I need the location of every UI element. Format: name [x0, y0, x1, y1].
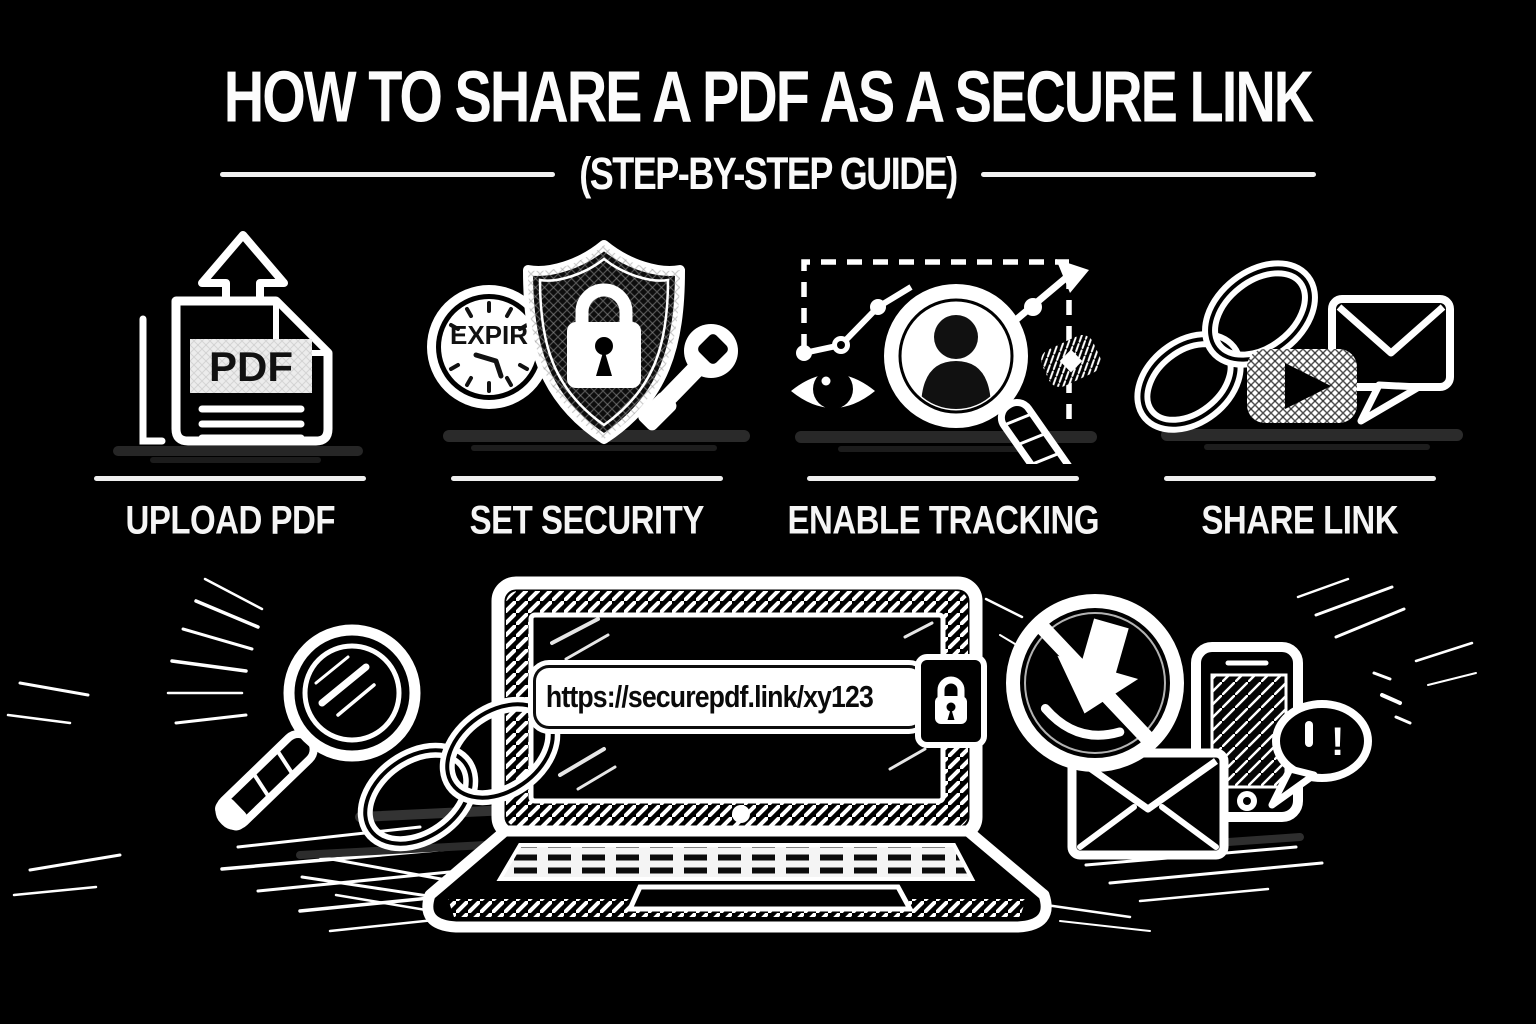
pdf-file-icon: PDF — [139, 296, 333, 446]
url-lock-badge-icon — [915, 654, 987, 748]
envelope-chat-icon — [1328, 295, 1455, 425]
step-upload-pdf: PDF UPLOAD PDF — [52, 229, 409, 542]
step-label: SHARE LINK — [1201, 497, 1399, 543]
video-play-icon — [1247, 349, 1358, 423]
set-security-icon: EXPIR — [414, 229, 759, 464]
step-divider — [1163, 476, 1436, 481]
laptop-icon — [422, 576, 1052, 933]
share-link-icon — [1127, 229, 1472, 464]
step-divider — [450, 476, 723, 481]
user-magnifier-icon — [883, 284, 1083, 464]
step-divider — [807, 476, 1080, 481]
trend-arrow-icon — [1055, 259, 1089, 293]
chat-bubble-icon: ! — [1268, 700, 1372, 809]
steps-row: PDF UPLOAD PDF — [0, 229, 1536, 542]
enable-tracking-icon — [771, 229, 1116, 464]
header: HOW TO SHARE A PDF AS A SECURE LINK (STE… — [0, 0, 1536, 199]
upload-pdf-icon: PDF — [58, 229, 403, 464]
pdf-label: PDF — [209, 343, 293, 390]
step-label: ENABLE TRACKING — [787, 497, 1100, 543]
keyboard — [496, 843, 976, 881]
hinge-dot — [732, 805, 750, 823]
url-bar[interactable]: https://securepdf.link/xy123 — [533, 654, 987, 748]
key-icon — [638, 324, 739, 431]
no-download-icon — [1006, 594, 1184, 772]
step-divider — [94, 476, 367, 481]
subtitle-row: (STEP-BY-STEP GUIDE) — [0, 148, 1536, 199]
alert-text: ! — [1331, 720, 1344, 764]
step-set-security: EXPIR — [409, 229, 766, 542]
page-subtitle: (STEP-BY-STEP GUIDE) — [579, 147, 958, 199]
eye-icon — [790, 369, 875, 409]
magnifier-icon — [215, 624, 421, 831]
analytics-line-icon — [795, 259, 1101, 429]
trackpad — [626, 884, 915, 912]
lock-icon — [935, 676, 967, 724]
step-share-link: SHARE LINK — [1122, 229, 1479, 542]
laptop-scene: ! https://securepdf.link/xy123 — [0, 565, 1536, 1010]
expiry-clock-icon: EXPIR — [427, 285, 552, 409]
chain-link-icon — [1134, 260, 1319, 433]
step-label: UPLOAD PDF — [125, 497, 336, 543]
page-title: HOW TO SHARE A PDF AS A SECURE LINK — [223, 55, 1314, 138]
step-label: SET SECURITY — [469, 497, 705, 543]
subtitle-rule-right — [980, 171, 1316, 177]
subtitle-rule-left — [220, 171, 556, 177]
url-text: https://securepdf.link/xy123 — [545, 679, 874, 714]
step-enable-tracking: ENABLE TRACKING — [765, 229, 1122, 542]
clock-label: EXPIR — [450, 320, 528, 350]
shield-lock-icon — [523, 240, 686, 444]
